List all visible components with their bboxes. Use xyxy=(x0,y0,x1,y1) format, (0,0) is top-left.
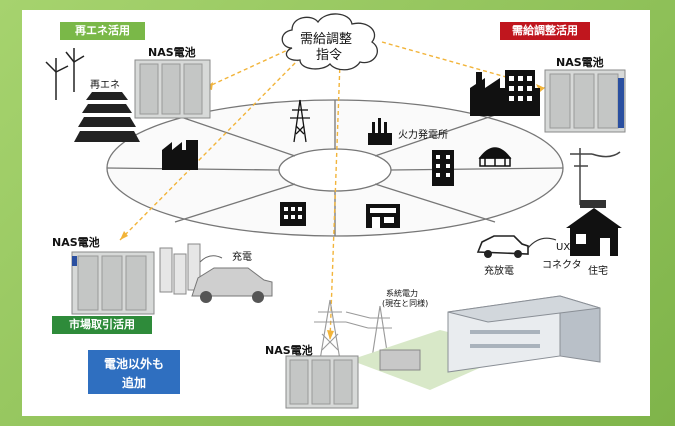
utility-pole-icon xyxy=(570,148,621,205)
supply-demand-tag: 需給調整活用 xyxy=(500,22,590,40)
charging-station-icon xyxy=(159,243,201,295)
connector-cable xyxy=(527,237,557,249)
factory-windows xyxy=(509,76,532,101)
callout-line2: 追加 xyxy=(121,376,146,390)
store-details xyxy=(370,208,396,228)
office-windows xyxy=(284,207,302,219)
grid-power-note: (現在と同様) xyxy=(382,299,429,308)
renewable-label: 再エネ xyxy=(90,80,120,91)
car-icon xyxy=(476,235,529,258)
nas-label-left: NAS電池 xyxy=(52,236,100,249)
building-windows xyxy=(436,155,450,177)
ev-car-icon xyxy=(191,255,273,303)
public-building-icon xyxy=(478,147,512,167)
nas-label-bottom: NAS電池 xyxy=(265,344,313,357)
grid-power-label: 系統電力 xyxy=(386,289,418,298)
office-icon xyxy=(280,202,306,226)
market-tag: 市場取引活用 xyxy=(52,316,152,334)
house-icon xyxy=(566,200,622,256)
store-icon xyxy=(366,204,400,228)
cloud-text-line1: 需給調整 xyxy=(300,32,353,47)
solar-panel-icon xyxy=(74,92,140,142)
wind-turbine-icon xyxy=(45,48,85,100)
nas-battery-icon xyxy=(544,69,626,133)
house-label: 住宅 xyxy=(588,266,608,277)
building-icon xyxy=(432,150,454,186)
callout-box: 電池以外も 追加 xyxy=(88,350,180,394)
nas-label-top-right: NAS電池 xyxy=(556,56,604,69)
thermal-plant-icon xyxy=(368,118,392,145)
charge-discharge-label: 充放電 xyxy=(484,266,514,277)
nas-battery-icon xyxy=(134,59,211,119)
arrow-head-icon xyxy=(536,84,545,92)
arrow-head-icon xyxy=(120,231,128,240)
charging-label: 充電 xyxy=(232,252,252,263)
thermal-plant-label: 火力発電所 xyxy=(398,130,448,141)
transmission-tower-icon xyxy=(290,99,310,143)
factory-small-icon xyxy=(162,140,198,170)
arrow-head-icon xyxy=(327,330,334,340)
ux-label: UX xyxy=(556,242,571,253)
facility-building-icon xyxy=(447,295,601,373)
nas-battery-icon xyxy=(285,355,359,409)
cloud-icon xyxy=(281,13,378,71)
nas-battery-icon xyxy=(71,251,155,315)
nas-label-top-left: NAS電池 xyxy=(148,46,196,59)
callout-line1: 電池以外も xyxy=(103,357,164,371)
connector-label: コネクタ xyxy=(542,260,582,271)
renewable-tag: 再エネ活用 xyxy=(60,22,145,40)
cloud-text-line2: 指令 xyxy=(316,48,343,63)
